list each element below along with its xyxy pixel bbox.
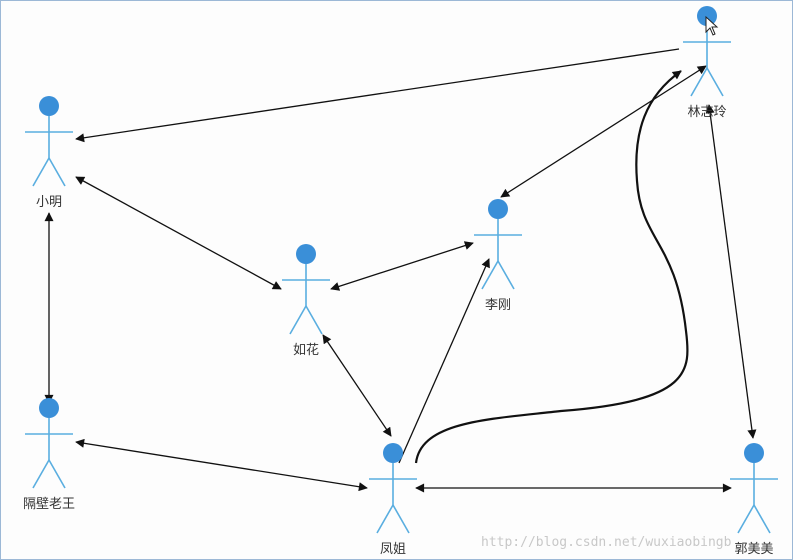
mouse-pointer-icon [705,15,719,36]
actor-left-leg [376,504,394,534]
edge-linzhiling-xiaoming [75,48,680,143]
actor-right-leg [753,504,771,534]
edge-linzhiling-ligang [500,65,707,198]
actor-ligang: 李刚 [474,199,522,313]
actor-fengjie: 凤姐 [369,443,417,557]
actor-left-leg [32,459,50,489]
actor-head [296,244,316,264]
actor-label: 小明 [36,195,62,210]
actor-linzhiling: 林志玲 [683,6,731,120]
watermark-text: http://blog.csdn.net/wuxiaobingb [481,535,732,550]
actor-label: 凤姐 [380,542,406,557]
actor-head [697,6,717,26]
actor-left-leg [481,260,499,290]
actor-gebilaowang: 隔壁老王 [23,398,75,512]
actor-right-leg [392,504,410,534]
actor-guomeimei: 郭美美 [730,443,778,557]
actor-ruhua: 如花 [282,244,330,358]
actor-head [39,398,59,418]
edges-layer [44,48,757,493]
actor-right-leg [305,305,323,335]
edge-ruhua-fengjie [322,334,392,437]
actor-left-leg [289,305,307,335]
actor-right-leg [48,157,66,187]
actor-label: 林志玲 [687,105,726,120]
actor-xiaoming: 小明 [25,96,73,210]
actor-label: 隔壁老王 [23,497,75,512]
edge-linzhiling-guomeimei [705,104,757,439]
edge-fengjie-linzhiling [414,70,689,464]
actor-label: 郭美美 [734,541,773,557]
actor-label: 如花 [293,342,319,358]
actor-left-leg [737,504,755,534]
edge-xiaoming-ruhua [75,176,282,290]
actor-left-leg [32,157,50,187]
actor-right-leg [706,67,724,97]
actor-left-leg [690,67,708,97]
actor-right-leg [497,260,515,290]
actor-head [383,443,403,463]
edge-fengjie-gebilaowang [75,438,368,492]
edge-fengjie-ligang [398,258,490,464]
actor-head [39,96,59,116]
actor-head [488,199,508,219]
actor-label: 李刚 [485,298,511,313]
actor-head [744,443,764,463]
edge-ruhua-ligang [330,241,474,291]
actor-right-leg [48,459,66,489]
